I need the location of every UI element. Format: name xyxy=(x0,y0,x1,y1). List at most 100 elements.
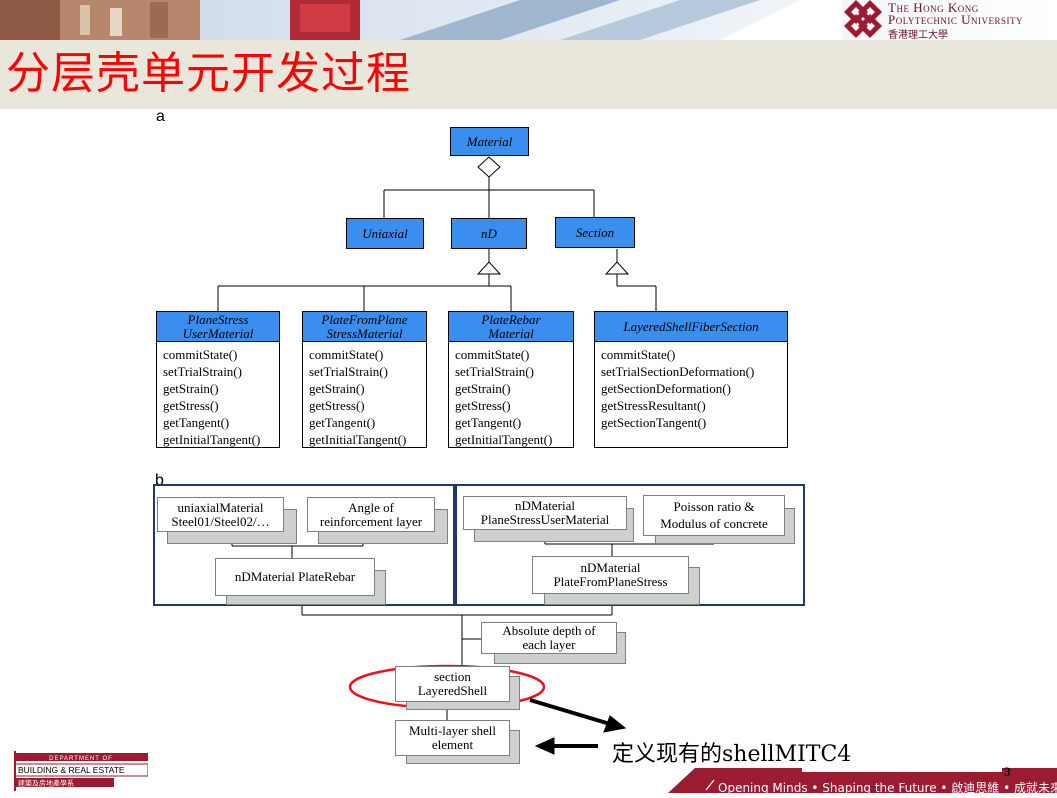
uml-method: getTangent() xyxy=(309,415,376,430)
node-text: nDMaterial xyxy=(580,560,641,575)
uml-section-label: Section xyxy=(575,225,615,240)
uml-material-box: Material xyxy=(450,127,529,156)
uml-method: setTrialStrain() xyxy=(309,364,388,379)
node-text: Modulus of concrete xyxy=(660,516,768,531)
node-text: element xyxy=(431,737,474,752)
uml-method-list: commitState() setTrialSectionDeformation… xyxy=(595,342,787,431)
uml-method: getSectionDeformation() xyxy=(601,381,731,396)
department-logo: DEPARTMENT OF BUILDING & REAL ESTATE 建築及… xyxy=(13,751,149,791)
arrowhead-icon xyxy=(534,737,555,755)
node-text: Multi-layer shell xyxy=(408,723,496,738)
uml-nd-box: nD xyxy=(451,218,527,249)
uml-uniaxial-box: Uniaxial xyxy=(346,218,424,249)
uml-material-label: Material xyxy=(466,134,513,149)
node-text: PlaneStressUserMaterial xyxy=(480,512,610,527)
node-text: each layer xyxy=(522,637,576,652)
university-name-cn: 香港理工大學 xyxy=(888,30,948,40)
title-bar xyxy=(0,40,1057,109)
node-text: reinforcement layer xyxy=(319,513,423,529)
uml-uniaxial-label: Uniaxial xyxy=(362,226,408,241)
node-platerebar: nDMaterial PlateRebar xyxy=(215,558,375,596)
uml-class-name: LayeredShellFiberSection xyxy=(623,318,759,334)
flow-group-rebar xyxy=(153,484,455,606)
uml-method: setTrialStrain() xyxy=(455,364,534,379)
node-text: uniaxialMaterial xyxy=(177,499,264,515)
node-text: Steel01/Steel02/… xyxy=(171,513,270,529)
uml-method: getStress() xyxy=(309,398,365,413)
uml-nd-label: nD xyxy=(481,226,497,241)
uml-method-list: commitState() setTrialStrain() getStrain… xyxy=(449,342,573,448)
node-text: PlateFromPlaneStress xyxy=(553,574,668,589)
university-logo: The Hong Kong Polytechnic University 香港理… xyxy=(842,0,1057,40)
university-name-en: The Hong Kong Polytechnic University xyxy=(888,1,1023,27)
node-text: nDMaterial PlateRebar xyxy=(234,569,356,584)
uml-method-list: commitState() setTrialStrain() getStrain… xyxy=(157,342,279,448)
uml-method: commitState() xyxy=(455,347,530,362)
uml-method: getStress() xyxy=(455,398,511,413)
footer-slogan: Opening Minds • Shaping the Future • 啟迪思… xyxy=(718,781,1057,795)
uml-class-header: LayeredShellFiberSection xyxy=(595,312,787,342)
uml-method: setTrialSectionDeformation() xyxy=(601,364,755,379)
node-text: LayeredShell xyxy=(417,683,488,698)
annotation-text: 定义现有的shellMITC4 xyxy=(612,742,852,767)
uml-method: getStressResultant() xyxy=(601,398,706,413)
dept-line3: 建築及房地產學系 xyxy=(18,779,74,788)
uml-method-list: commitState() setTrialStrain() getStrain… xyxy=(303,342,426,448)
part-a-label: a xyxy=(156,108,165,125)
header-photo-strip xyxy=(0,0,1057,40)
uml-method: getInitialTangent() xyxy=(163,432,261,447)
polyu-emblem-icon xyxy=(844,0,883,39)
uml-section-box: Section xyxy=(555,217,635,248)
uml-method: getSectionTangent() xyxy=(601,415,707,430)
dept-line1: DEPARTMENT OF xyxy=(49,756,113,762)
uml-method: commitState() xyxy=(601,347,676,362)
uml-method: getStrain() xyxy=(309,381,365,396)
uml-method: getStrain() xyxy=(455,381,511,396)
uml-class-name: PlaneStress xyxy=(187,311,249,327)
uml-method: getTangent() xyxy=(163,415,230,430)
node-text: nDMaterial xyxy=(515,498,575,513)
node-text: Angle of xyxy=(348,499,394,515)
uml-class-name: UserMaterial xyxy=(182,325,254,341)
page-number: 3 xyxy=(1004,764,1011,779)
inheritance-triangle-icon xyxy=(476,261,502,275)
dept-line2: BUILDING & REAL ESTATE xyxy=(18,765,125,775)
uml-class-name: PlateRebar xyxy=(481,311,541,327)
flow-group-concrete xyxy=(455,484,805,606)
node-text: Poisson ratio & xyxy=(673,499,755,514)
uml-class-name: PlateFromPlane xyxy=(321,311,408,327)
header-banner: The Hong Kong Polytechnic University 香港理… xyxy=(0,0,1057,40)
footer-band xyxy=(0,768,1057,793)
inheritance-triangle-icon xyxy=(604,261,630,275)
university-name-line2: Polytechnic University xyxy=(888,12,1023,27)
node-text: Absolute depth of xyxy=(502,623,596,638)
uml-class-name: Material xyxy=(488,325,534,341)
composition-diamond-icon xyxy=(477,156,501,178)
node-poisson-modulus: Poisson ratio & Modulus of concrete xyxy=(643,495,785,536)
slide-title: 分层壳单元开发过程 xyxy=(6,48,411,99)
uml-class-layeredshellfibersection: LayeredShellFiberSection commitState() s… xyxy=(594,311,788,448)
uml-method: getInitialTangent() xyxy=(455,432,553,447)
uml-method: commitState() xyxy=(309,347,384,362)
uml-method: getStrain() xyxy=(163,381,219,396)
uml-method: getTangent() xyxy=(455,415,522,430)
uml-class-name: StressMaterial xyxy=(326,325,403,341)
uml-method: setTrialStrain() xyxy=(163,364,242,379)
uml-method: commitState() xyxy=(163,347,238,362)
uml-method: getInitialTangent() xyxy=(309,432,407,447)
arrow-line xyxy=(529,698,611,726)
uml-method: getStress() xyxy=(163,398,219,413)
